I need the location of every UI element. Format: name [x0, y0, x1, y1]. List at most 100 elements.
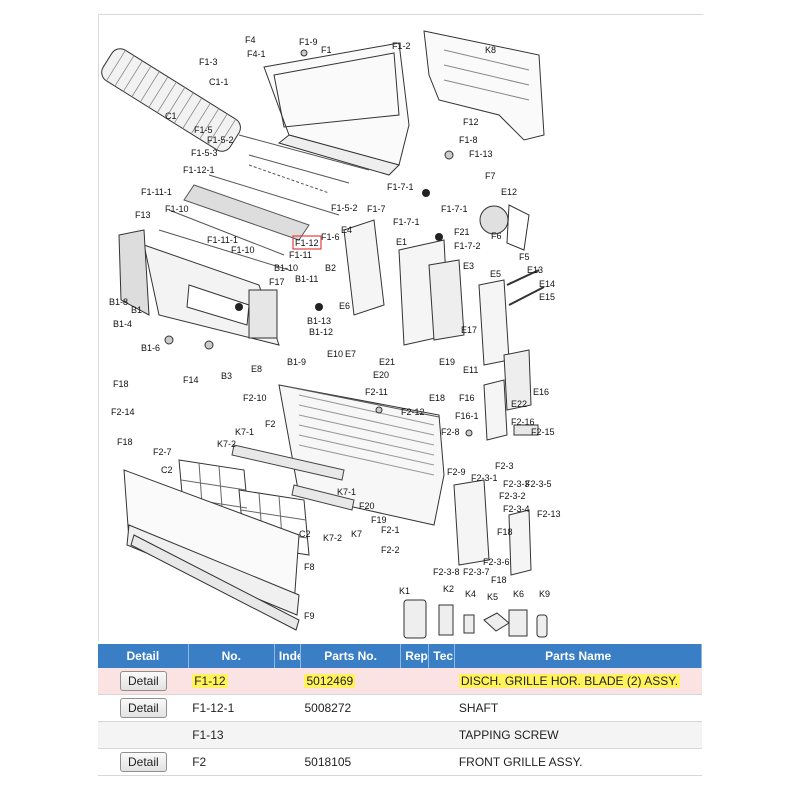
part-label[interactable]: F2-16: [511, 417, 535, 427]
part-label[interactable]: F1-12: [295, 238, 319, 248]
part-label[interactable]: F2-3-2: [499, 491, 526, 501]
part-label[interactable]: E16: [533, 387, 549, 397]
part-label[interactable]: F2-3-3: [503, 479, 530, 489]
part-label[interactable]: F1-5: [194, 125, 213, 135]
part-label[interactable]: E4: [341, 225, 352, 235]
part-label[interactable]: B1-6: [141, 343, 160, 353]
part-label[interactable]: E20: [373, 370, 389, 380]
part-label[interactable]: F2-3: [495, 461, 514, 471]
part-label[interactable]: B1-12: [309, 327, 333, 337]
part-label[interactable]: F18: [491, 575, 507, 585]
part-label[interactable]: K2: [443, 584, 454, 594]
part-label[interactable]: F2-8: [441, 427, 460, 437]
part-label[interactable]: F1-7-2: [454, 241, 481, 251]
part-label[interactable]: F2-3-7: [463, 567, 490, 577]
part-label[interactable]: F2-3-8: [433, 567, 460, 577]
part-label[interactable]: F16-1: [455, 411, 479, 421]
col-header-parts-name[interactable]: Parts Name: [454, 644, 702, 668]
detail-button[interactable]: Detail: [120, 698, 167, 718]
part-label[interactable]: F2-7: [153, 447, 172, 457]
part-label[interactable]: K1: [399, 586, 410, 596]
part-label[interactable]: F2-12: [401, 407, 425, 417]
part-label[interactable]: E18: [429, 393, 445, 403]
part-label[interactable]: F1-5-2: [207, 135, 234, 145]
part-label[interactable]: E14: [539, 279, 555, 289]
col-header-index[interactable]: Inde: [274, 644, 301, 668]
part-label[interactable]: F2-3-1: [471, 473, 498, 483]
part-label[interactable]: F2-3-6: [483, 557, 510, 567]
part-label[interactable]: F1-9: [299, 37, 318, 47]
part-label[interactable]: F7: [485, 171, 496, 181]
part-label[interactable]: F19: [371, 515, 387, 525]
part-label[interactable]: F4-1: [247, 49, 266, 59]
part-label[interactable]: E10: [327, 349, 343, 359]
part-label[interactable]: K8: [485, 45, 496, 55]
part-label[interactable]: F1-3: [199, 57, 218, 67]
part-label[interactable]: F1-7-1: [441, 204, 468, 214]
part-label[interactable]: F1-12-1: [183, 165, 215, 175]
col-header-tec[interactable]: Tec: [428, 644, 456, 668]
part-label[interactable]: F18: [113, 379, 129, 389]
part-label[interactable]: F1-10: [231, 245, 255, 255]
part-label[interactable]: K7-1: [337, 487, 356, 497]
part-label[interactable]: F2-9: [447, 467, 466, 477]
part-label[interactable]: F4: [245, 35, 256, 45]
part-label[interactable]: E22: [511, 399, 527, 409]
part-label[interactable]: F2-15: [531, 427, 555, 437]
part-label[interactable]: F2-3-5: [525, 479, 552, 489]
part-label[interactable]: C1-1: [209, 77, 229, 87]
part-label[interactable]: K7: [351, 529, 362, 539]
part-label[interactable]: F1-11-1: [207, 235, 238, 245]
part-label[interactable]: B2: [325, 263, 336, 273]
part-label[interactable]: K7-1: [235, 427, 254, 437]
col-header-detail[interactable]: Detail: [98, 644, 189, 668]
part-label[interactable]: B3: [221, 371, 232, 381]
part-label[interactable]: E15: [539, 292, 555, 302]
part-label[interactable]: F2-13: [537, 509, 561, 519]
part-label[interactable]: F5: [519, 252, 530, 262]
part-label[interactable]: E21: [379, 357, 395, 367]
part-label[interactable]: F2-3-4: [503, 504, 530, 514]
part-label[interactable]: E5: [490, 269, 501, 279]
table-row[interactable]: F1-13 TAPPING SCREW: [98, 721, 702, 749]
part-label[interactable]: K7-2: [323, 533, 342, 543]
part-label[interactable]: C2: [299, 529, 311, 539]
detail-button[interactable]: Detail: [120, 671, 167, 691]
part-label[interactable]: F18: [497, 527, 513, 537]
part-label[interactable]: C2: [161, 465, 173, 475]
part-label[interactable]: F1-7: [367, 204, 386, 214]
part-label[interactable]: K9: [539, 589, 550, 599]
part-label[interactable]: E13: [527, 265, 543, 275]
part-label[interactable]: B1-8: [109, 297, 128, 307]
part-label[interactable]: F20: [359, 501, 375, 511]
part-label[interactable]: E11: [463, 365, 478, 375]
part-label[interactable]: E17: [461, 325, 477, 335]
part-label[interactable]: F1-6: [321, 232, 340, 242]
part-label[interactable]: E12: [501, 187, 517, 197]
part-label[interactable]: E6: [339, 301, 350, 311]
part-label[interactable]: B1-11: [295, 274, 318, 284]
part-label[interactable]: F1-2: [392, 41, 411, 51]
part-label[interactable]: F2: [265, 419, 276, 429]
part-label[interactable]: E3: [463, 261, 474, 271]
part-label[interactable]: K4: [465, 589, 476, 599]
part-label[interactable]: F2-10: [243, 393, 267, 403]
part-label[interactable]: F1-10: [165, 204, 189, 214]
part-label[interactable]: F1: [321, 45, 332, 55]
part-label[interactable]: E1: [396, 237, 407, 247]
part-label[interactable]: F1-8: [459, 135, 478, 145]
part-label[interactable]: F2-1: [381, 525, 400, 535]
part-label[interactable]: E19: [439, 357, 455, 367]
part-label[interactable]: B1-13: [307, 316, 331, 326]
part-label[interactable]: F1-5-3: [191, 148, 218, 158]
part-label[interactable]: C1: [165, 111, 177, 121]
part-label[interactable]: F21: [454, 227, 470, 237]
part-label[interactable]: B1-9: [287, 357, 306, 367]
part-label[interactable]: F2-2: [381, 545, 400, 555]
exploded-parts-diagram[interactable]: F1-9 F1 F1-2 K8 F4 F1-3 F4-1 C1-1 C1 F1-…: [98, 14, 703, 641]
part-label[interactable]: F2-11: [365, 387, 388, 397]
part-label[interactable]: F1-5-2: [331, 203, 358, 213]
part-label[interactable]: F6: [491, 231, 502, 241]
col-header-parts-no[interactable]: Parts No.: [300, 644, 402, 668]
part-label[interactable]: E8: [251, 364, 262, 374]
